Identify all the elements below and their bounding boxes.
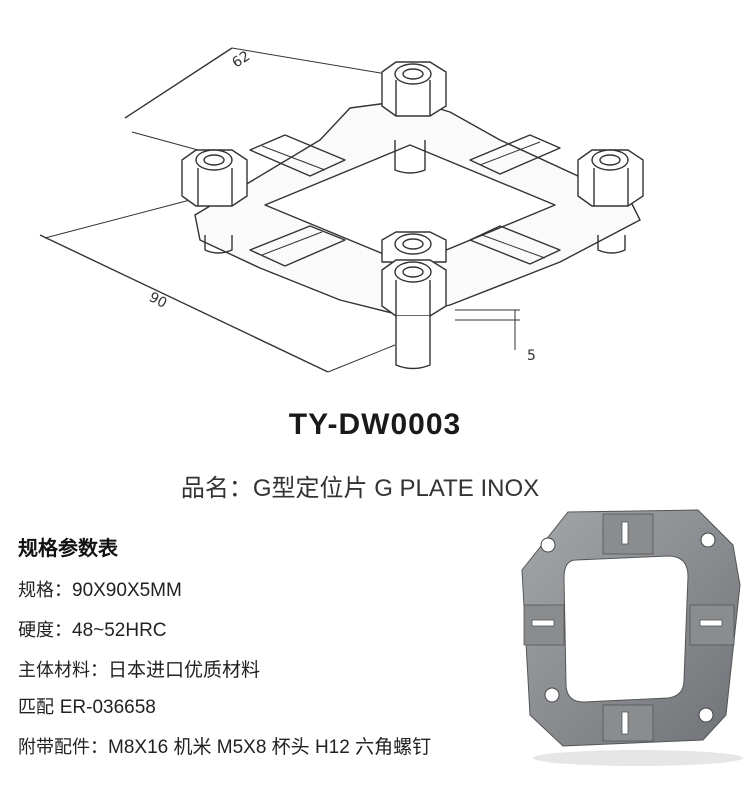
spec-row: 附带配件：M8X16 机米 M5X8 杯头 H12 六角螺钉 bbox=[18, 732, 431, 759]
hex-bolt-right bbox=[577, 149, 644, 207]
spec-row-value: 日本进口优质材料 bbox=[108, 660, 261, 681]
spec-row-value: M8X16 机米 M5X8 杯头 H12 六角螺钉 bbox=[108, 737, 432, 758]
dimension-label-5: 5 bbox=[527, 348, 536, 364]
product-name-label: 品名： bbox=[180, 475, 253, 502]
product-name-value: G型定位片 G PLATE INOX bbox=[252, 475, 540, 502]
spec-row-value: 90X90X5MM bbox=[72, 580, 182, 601]
spec-row: 匹配 ER-036658 bbox=[18, 693, 156, 719]
hex-bolt-top bbox=[381, 61, 447, 117]
spec-row: 硬度：48~52HRC bbox=[18, 616, 167, 642]
spec-row-label: 匹配 bbox=[18, 697, 60, 718]
dimension-label-62: 62 bbox=[229, 48, 253, 71]
technical-drawing: 62 90 5 bbox=[39, 47, 644, 373]
spec-row-label: 硬度： bbox=[18, 620, 72, 641]
spec-row: 主体材料：日本进口优质材料 bbox=[18, 655, 260, 682]
spec-table-title: 规格参数表 bbox=[18, 536, 118, 560]
hex-bolt-left bbox=[181, 149, 248, 207]
spec-row-label: 主体材料： bbox=[18, 660, 108, 681]
dimension-line-62 bbox=[124, 47, 233, 119]
dimension-label-90: 90 bbox=[146, 289, 169, 311]
product-photo bbox=[521, 509, 743, 766]
spec-row-value: 48~52HRC bbox=[72, 620, 167, 641]
dimension-line-90 bbox=[39, 234, 329, 373]
spec-row-label: 规格： bbox=[18, 580, 72, 601]
spec-row: 规格：90X90X5MM bbox=[18, 576, 182, 602]
spec-row-label: 附带配件： bbox=[18, 737, 108, 758]
hex-bolt-bottom bbox=[381, 231, 447, 370]
product-code: TY-DW0003 bbox=[288, 408, 462, 441]
spec-row-value: ER-036658 bbox=[59, 697, 156, 718]
product-name: 品名：G型定位片 G PLATE INOX bbox=[0, 468, 720, 503]
